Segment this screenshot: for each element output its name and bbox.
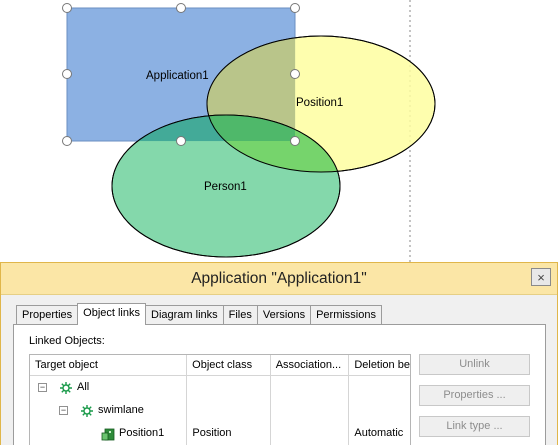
row-name: Position1 <box>119 427 165 439</box>
grid-header: Target object Object class Association..… <box>30 355 410 376</box>
tab-properties[interactable]: Properties <box>16 305 79 324</box>
row-name: All <box>77 381 90 393</box>
properties-dialog: Application "Application1" × Properties … <box>0 262 558 445</box>
diagram-canvas[interactable]: Application1 Position1 Person1 <box>0 0 558 262</box>
table-row[interactable]: − All <box>30 376 410 399</box>
row-name: swimlane <box>98 404 144 416</box>
header-deletion[interactable]: Deletion be <box>354 359 410 371</box>
tab-permissions[interactable]: Permissions <box>310 305 382 324</box>
header-association[interactable]: Association... <box>271 355 350 375</box>
tab-bar: Properties Object links Diagram links Fi… <box>16 303 382 325</box>
unlink-button[interactable]: Unlink <box>419 354 530 375</box>
person-label: Person1 <box>204 181 247 193</box>
collapse-icon[interactable]: − <box>38 382 47 392</box>
close-icon: × <box>537 269 545 285</box>
network-icon <box>60 381 72 394</box>
collapse-icon[interactable]: − <box>59 405 68 415</box>
link-type-button[interactable]: Link type ... <box>419 416 530 437</box>
object-links-panel: Linked Objects: Target object Object cla… <box>13 324 546 445</box>
network-icon <box>81 404 93 417</box>
tab-versions[interactable]: Versions <box>256 305 312 324</box>
linked-objects-label: Linked Objects: <box>29 335 105 347</box>
selection-handles[interactable] <box>62 3 300 146</box>
properties-button[interactable]: Properties ... <box>419 385 530 406</box>
dialog-titlebar[interactable]: Application "Application1" × <box>1 263 557 295</box>
table-row[interactable]: − swimlane <box>30 399 410 422</box>
position-icon <box>101 428 115 440</box>
application-label: Application1 <box>146 70 209 82</box>
tab-files[interactable]: Files <box>222 305 258 324</box>
tab-object-links[interactable]: Object links <box>77 303 146 325</box>
dialog-title: Application "Application1" <box>191 270 367 287</box>
header-target-object[interactable]: Target object <box>30 355 188 375</box>
header-object-class[interactable]: Object class <box>187 355 271 375</box>
close-button[interactable]: × <box>531 268 551 286</box>
position-label: Position1 <box>296 97 343 109</box>
table-row[interactable]: Position1 Position Automatic <box>30 422 410 445</box>
tab-diagram-links[interactable]: Diagram links <box>145 305 224 324</box>
linked-objects-grid[interactable]: Target object Object class Association..… <box>29 354 411 445</box>
